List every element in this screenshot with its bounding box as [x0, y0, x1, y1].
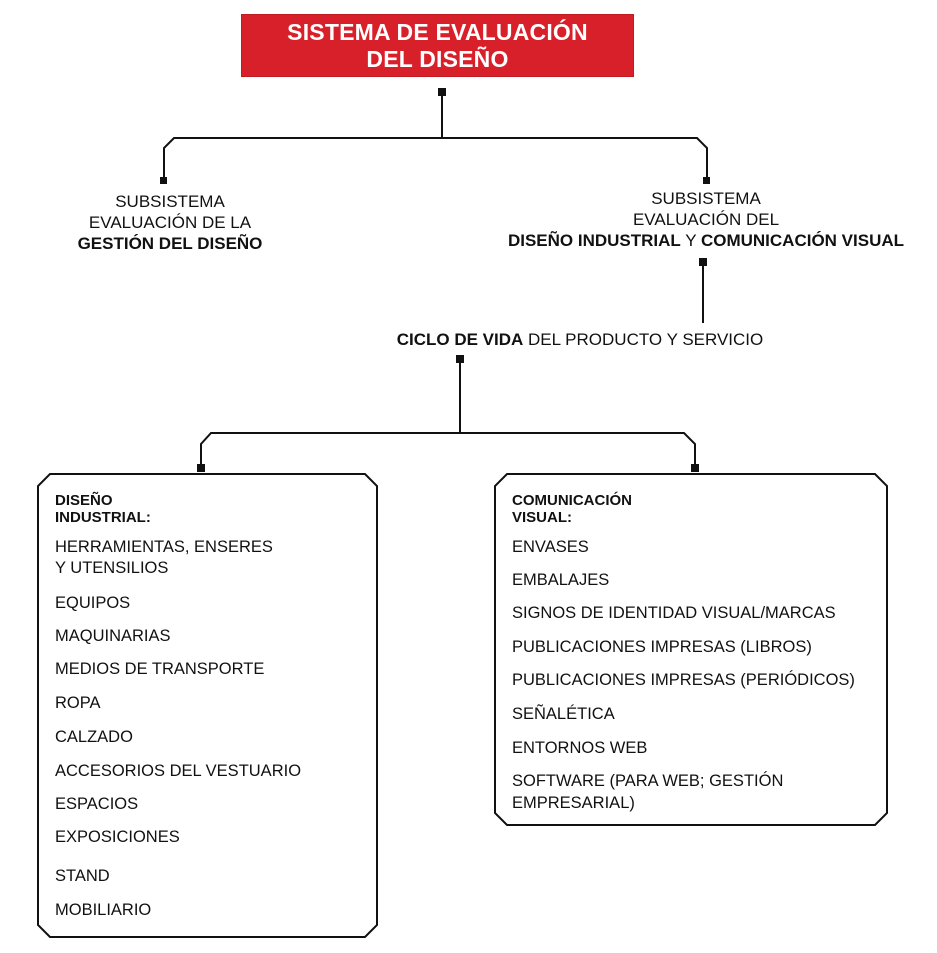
industrial-item: MAQUINARIAS — [55, 627, 171, 645]
subsystem-design-conjunction: Y — [680, 231, 701, 250]
industrial-item: ROPA — [55, 694, 101, 712]
industrial-box-outline — [37, 473, 378, 938]
industrial-item: HERRAMIENTAS, ENSERES — [55, 538, 273, 556]
visual-item: SIGNOS DE IDENTIDAD VISUAL/MARCAS — [512, 604, 836, 622]
industrial-item: EQUIPOS — [55, 594, 131, 612]
visual-heading: COMUNICACIÓN VISUAL: — [512, 492, 632, 526]
industrial-heading: DISEÑO INDUSTRIAL: — [55, 492, 151, 526]
system-title-line1: SISTEMA DE EVALUACIÓN — [287, 18, 588, 45]
visual-item: SEÑALÉTICA — [512, 705, 615, 723]
visual-item: EMBALAJES — [512, 571, 610, 589]
industrial-item: ACCESORIOS DEL VESTUARIO — [55, 762, 302, 780]
visual-item: ENVASES — [512, 538, 589, 556]
subsystem-design-line2: EVALUACIÓN DEL — [632, 210, 780, 229]
subsystem-design-visual: COMUNICACIÓN VISUAL — [700, 231, 905, 250]
subsystem-design: SUBSISTEMA EVALUACIÓN DEL DISEÑO INDUSTR… — [486, 188, 926, 251]
industrial-item: MEDIOS DE TRANSPORTE — [55, 660, 265, 678]
visual-item: SOFTWARE (PARA WEB; GESTIÓN — [512, 772, 784, 790]
visual-item: PUBLICACIONES IMPRESAS (PERIÓDICOS) — [512, 671, 855, 689]
visual-item: ENTORNOS WEB — [512, 739, 648, 757]
life-cycle-rest: DEL PRODUCTO Y SERVICIO — [523, 330, 764, 349]
industrial-item: CALZADO — [55, 728, 133, 746]
system-title-box: SISTEMA DE EVALUACIÓN DEL DISEÑO — [241, 14, 634, 77]
industrial-item: ESPACIOS — [55, 795, 139, 813]
system-title-line2: DEL DISEÑO — [366, 45, 509, 72]
industrial-item: STAND — [55, 867, 110, 885]
visual-item: PUBLICACIONES IMPRESAS (LIBROS) — [512, 638, 812, 656]
life-cycle-bold: CICLO DE VIDA — [396, 330, 524, 349]
subsystem-management: SUBSISTEMA EVALUACIÓN DE LA GESTIÓN DEL … — [60, 191, 280, 254]
subsystem-design-industrial: DISEÑO INDUSTRIAL — [507, 231, 681, 250]
industrial-item: EXPOSICIONES — [55, 828, 180, 846]
life-cycle-label: CICLO DE VIDA DEL PRODUCTO Y SERVICIO — [330, 330, 830, 350]
industrial-item: Y UTENSILIOS — [55, 559, 169, 577]
subsystem-design-line1: SUBSISTEMA — [651, 189, 761, 208]
visual-box-outline — [494, 473, 888, 826]
subsystem-management-line2: EVALUACIÓN DE LA — [88, 213, 252, 232]
subsystem-management-line3: GESTIÓN DEL DISEÑO — [77, 234, 263, 253]
subsystem-management-line1: SUBSISTEMA — [115, 192, 225, 211]
visual-item: EMPRESARIAL) — [512, 794, 635, 812]
industrial-item: MOBILIARIO — [55, 901, 152, 919]
